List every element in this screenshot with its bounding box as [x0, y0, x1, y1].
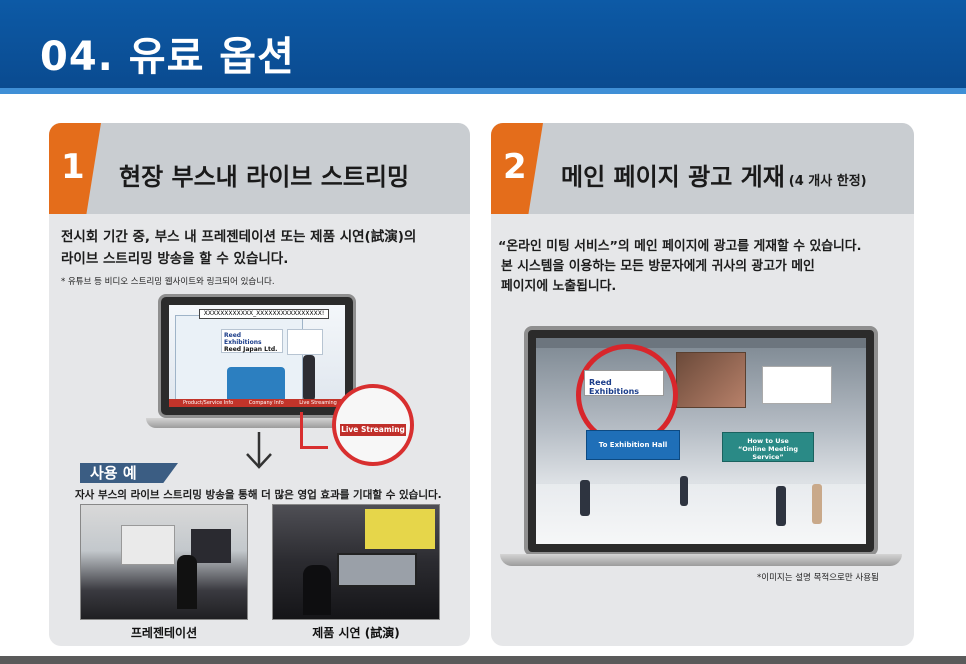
callout-line [300, 446, 328, 449]
option-number: 2 [503, 147, 527, 187]
desc-line: 본 시스템을 이용하는 모든 방문자에게 귀사의 광고가 메인 [501, 259, 815, 274]
nav-live-streaming[interactable]: Live Streaming [299, 400, 337, 406]
card-header: 1 현장 부스내 라이브 스트리밍 [49, 123, 470, 214]
photo-monitor [337, 553, 417, 587]
number-badge: 1 [49, 123, 101, 214]
presenter-figure [303, 355, 315, 401]
hall-floor [536, 484, 866, 544]
option-number: 1 [61, 147, 85, 187]
photo-banner [365, 509, 435, 549]
desc-line: “온라인 미팅 서비스”의 메인 페이지에 광고를 게재할 수 있습니다. [498, 239, 862, 254]
callout-line [300, 412, 303, 448]
image-footnote: *이미지는 설명 목적으로만 사용됨 [757, 573, 879, 583]
card-title-note: (4 개사 한정) [788, 174, 867, 189]
ad-logo: Reed Exhibitions [584, 370, 664, 396]
booth-counter [227, 367, 285, 401]
video-ad [676, 352, 746, 408]
laptop-base [146, 418, 368, 428]
bottom-bar [0, 656, 966, 664]
card-title: 현장 부스내 라이브 스트리밍 [119, 163, 410, 191]
booth-info-panel [287, 329, 323, 355]
ceiling-beam [536, 338, 866, 348]
booth-logo-panel: Reed Exhibitions Reed Japan Ltd. [221, 329, 283, 353]
card-title: 메인 페이지 광고 게재(4 개사 한정) [561, 157, 867, 192]
streaming-note: * 유튜브 등 비디오 스트리밍 웹사이트와 링크되어 있습니다. [61, 277, 275, 287]
photo-screen [191, 529, 231, 563]
booth-preview: XXXXXXXXXXXX_XXXXXXXXXXXXXXXX! Reed Exhi… [169, 305, 345, 407]
nav-company-info[interactable]: Company Info [248, 400, 284, 406]
header-banner: 04. 유료 옵션 [0, 0, 966, 94]
number-badge: 2 [491, 123, 543, 214]
ad-slot [762, 366, 832, 404]
to-exhibition-hall-button[interactable]: To Exhibition Hall [586, 430, 680, 460]
visitor-figure [776, 486, 786, 526]
card-description: 전시회 기간 중, 부스 내 프레젠테이션 또는 제품 시연(試演)의 라이브 … [61, 226, 416, 270]
arrow-down-icon [246, 432, 272, 469]
desc-line: 페이지에 노출됩니다. [501, 279, 617, 294]
booth-nav: Product/Service Info Company Info Live S… [169, 399, 345, 407]
visitor-figure [680, 476, 688, 506]
booth-logo: Reed Exhibitions [224, 332, 262, 346]
demo-caption: 제품 시연 (試演) [312, 626, 400, 640]
card-title-text: 메인 페이지 광고 게재 [561, 163, 785, 191]
card-header: 2 메인 페이지 광고 게재(4 개사 한정) [491, 123, 914, 214]
how-to-use-button[interactable]: How to Use “Online Meeting Service” [722, 432, 814, 462]
example-tag: 사용 예 [80, 463, 178, 483]
laptop-base [500, 554, 902, 566]
desc-line: 라이브 스트리밍 방송을 할 수 있습니다. [61, 251, 289, 267]
card-description: “온라인 미팅 서비스”의 메인 페이지에 광고를 게재할 수 있습니다. 본 … [498, 237, 861, 297]
laptop-screen: Reed Exhibitions To Exhibition Hall How … [524, 326, 878, 556]
booth-marquee: XXXXXXXXXXXX_XXXXXXXXXXXXXXXX! [199, 309, 329, 319]
photo-driver [303, 565, 331, 615]
live-streaming-zoom: Live Streaming [332, 384, 414, 466]
visitor-figure [580, 480, 590, 516]
howto-line: “Online Meeting Service” [737, 445, 799, 461]
photo-presenter [177, 555, 197, 609]
photo-panel [121, 525, 175, 565]
booth-company: Reed Japan Ltd. [224, 346, 278, 353]
presentation-caption: 프레젠테이션 [130, 626, 198, 640]
nav-product-info[interactable]: Product/Service Info [183, 400, 234, 406]
howto-line: How to Use [747, 437, 789, 445]
example-text: 자사 부스의 라이브 스트리밍 방송을 통해 더 많은 영업 효과를 기대할 수… [75, 489, 442, 501]
page-title: 04. 유료 옵션 [40, 34, 295, 80]
desc-line: 전시회 기간 중, 부스 내 프레젠테이션 또는 제품 시연(試演)의 [61, 229, 417, 245]
visitor-figure [812, 484, 822, 524]
laptop-screen: XXXXXXXXXXXX_XXXXXXXXXXXXXXXX! Reed Exhi… [158, 294, 356, 418]
main-page-preview: Reed Exhibitions To Exhibition Hall How … [536, 338, 866, 544]
presentation-photo [80, 504, 248, 620]
live-streaming-button[interactable]: Live Streaming [340, 424, 406, 436]
demo-photo [272, 504, 440, 620]
